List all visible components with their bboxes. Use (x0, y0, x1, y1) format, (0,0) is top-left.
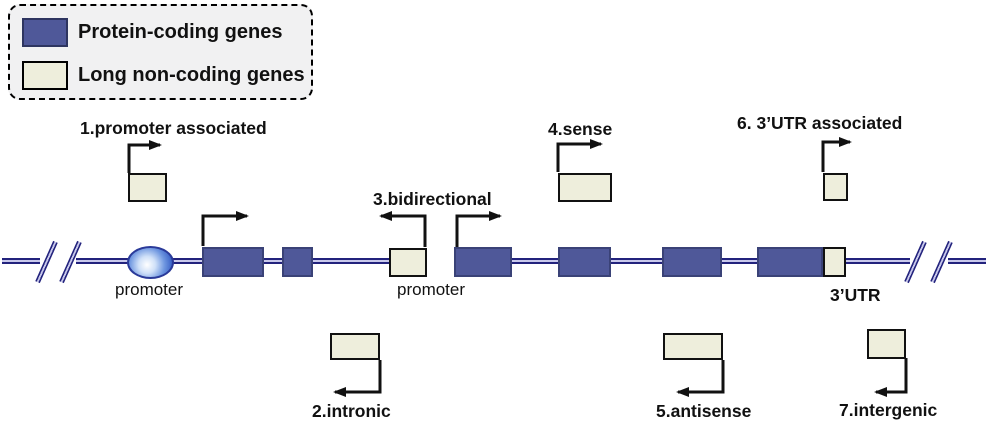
label-utr-associated: 6. 3’UTR associated (737, 113, 903, 133)
transcription-arrow-sense (556, 139, 603, 172)
exon-box (558, 247, 611, 277)
exon-box (662, 247, 722, 277)
legend-label: Long non-coding genes (78, 63, 305, 86)
transcription-arrow-utr-associated (821, 137, 852, 172)
transcription-arrow-bidirectional-left (379, 211, 427, 247)
lnc-box-antisense (663, 333, 723, 360)
transcription-arrow-bidirectional-right (455, 211, 502, 247)
dna-line-segment (2, 258, 40, 264)
label-utr: 3’UTR (830, 285, 881, 305)
transcription-arrow-antisense (676, 360, 725, 397)
legend-item-protein-coding: Protein-coding genes (22, 17, 282, 47)
transcription-arrow-intergenic (874, 358, 908, 397)
utr-box (823, 247, 846, 277)
promoter-ellipse (127, 246, 174, 279)
legend-item-long-non-coding: Long non-coding genes (22, 60, 305, 90)
legend: Protein-coding genes Long non-coding gen… (8, 4, 313, 100)
lnc-box-sense (558, 173, 612, 202)
exon-box (282, 247, 313, 277)
transcription-arrow-promoter-associated (127, 140, 162, 173)
label-intergenic: 7.intergenic (839, 400, 938, 420)
protein-coding-swatch-icon (22, 17, 68, 47)
lnc-box-bidirectional (389, 248, 427, 277)
exon-box (757, 247, 823, 277)
lnc-box-intronic (330, 333, 380, 360)
label-promoter-left: promoter (115, 280, 184, 299)
lnc-box-intergenic (867, 329, 906, 359)
label-promoter-associated: 1.promoter associated (80, 118, 267, 138)
transcription-arrow-intronic (333, 360, 382, 397)
label-bidirectional: 3.bidirectional (373, 189, 492, 209)
exon-box (454, 247, 512, 277)
label-promoter-mid: promoter (397, 280, 466, 299)
legend-label: Protein-coding genes (78, 20, 283, 43)
exon-box (202, 247, 264, 277)
lnc-box-promoter-associated (128, 173, 167, 202)
label-intronic: 2.intronic (312, 401, 391, 421)
label-sense: 4.sense (548, 119, 613, 139)
transcription-arrow-gene1-tss (201, 211, 249, 246)
dna-line-segment (948, 258, 986, 264)
lnc-box-utr-associated (823, 173, 848, 201)
label-antisense: 5.antisense (656, 401, 752, 421)
long-non-coding-swatch-icon (22, 60, 68, 90)
